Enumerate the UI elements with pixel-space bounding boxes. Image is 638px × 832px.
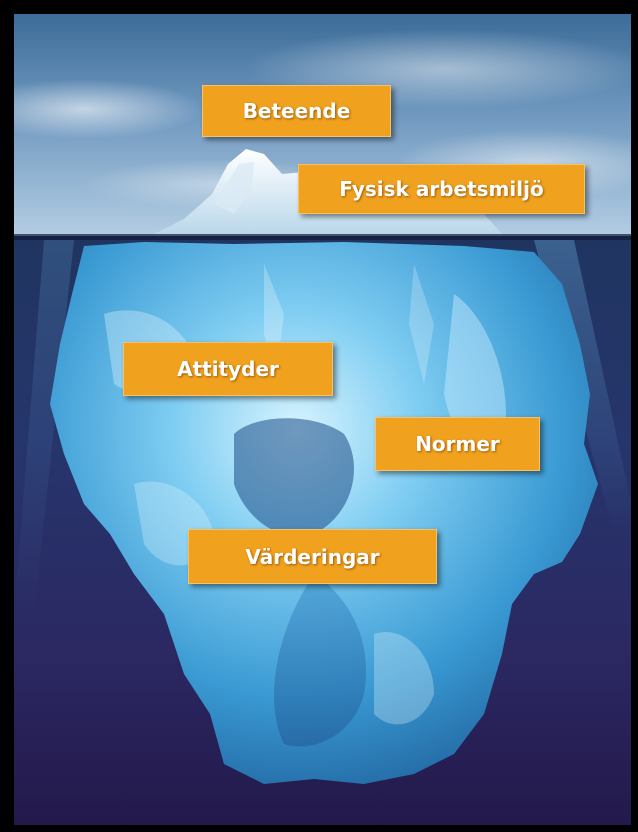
iceberg-image: Beteende Fysisk arbetsmiljö Attityder No… [14, 14, 631, 825]
label-fysisk-arbetsmiljo: Fysisk arbetsmiljö [298, 164, 585, 214]
label-normer: Normer [375, 417, 540, 471]
label-beteende: Beteende [202, 85, 391, 137]
label-attityder: Attityder [123, 342, 333, 396]
label-varderingar: Värderingar [188, 529, 437, 584]
